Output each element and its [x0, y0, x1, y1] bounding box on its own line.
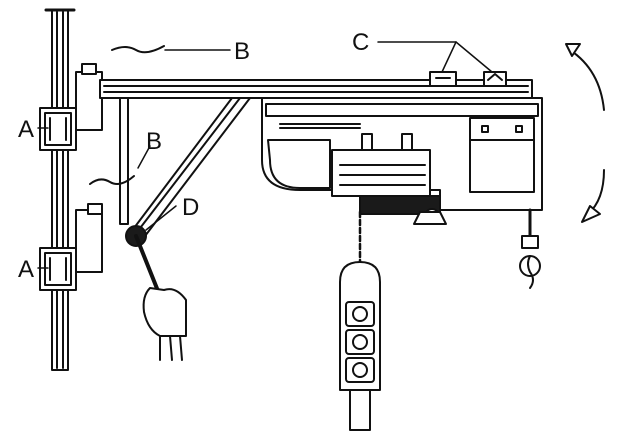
rotation-arrows: [565, 43, 605, 223]
label-d: D: [182, 194, 200, 221]
clamp-upper: [39, 63, 103, 151]
leader-lines: [37, 41, 493, 269]
hook-assembly: [519, 208, 541, 289]
label-c: C: [352, 29, 370, 56]
label-a-lower: A: [18, 256, 35, 283]
rotation-lever: [125, 225, 187, 361]
cable-sketch: [89, 45, 165, 185]
boom-beam: [99, 71, 533, 225]
clamp-lower: [39, 203, 103, 291]
mast-column: [44, 8, 76, 371]
label-a-upper: A: [18, 116, 35, 143]
label-b-middle: B: [146, 128, 163, 155]
label-b-upper: B: [234, 38, 251, 65]
pendant-control: [339, 210, 381, 431]
hoist-body: [261, 97, 543, 225]
